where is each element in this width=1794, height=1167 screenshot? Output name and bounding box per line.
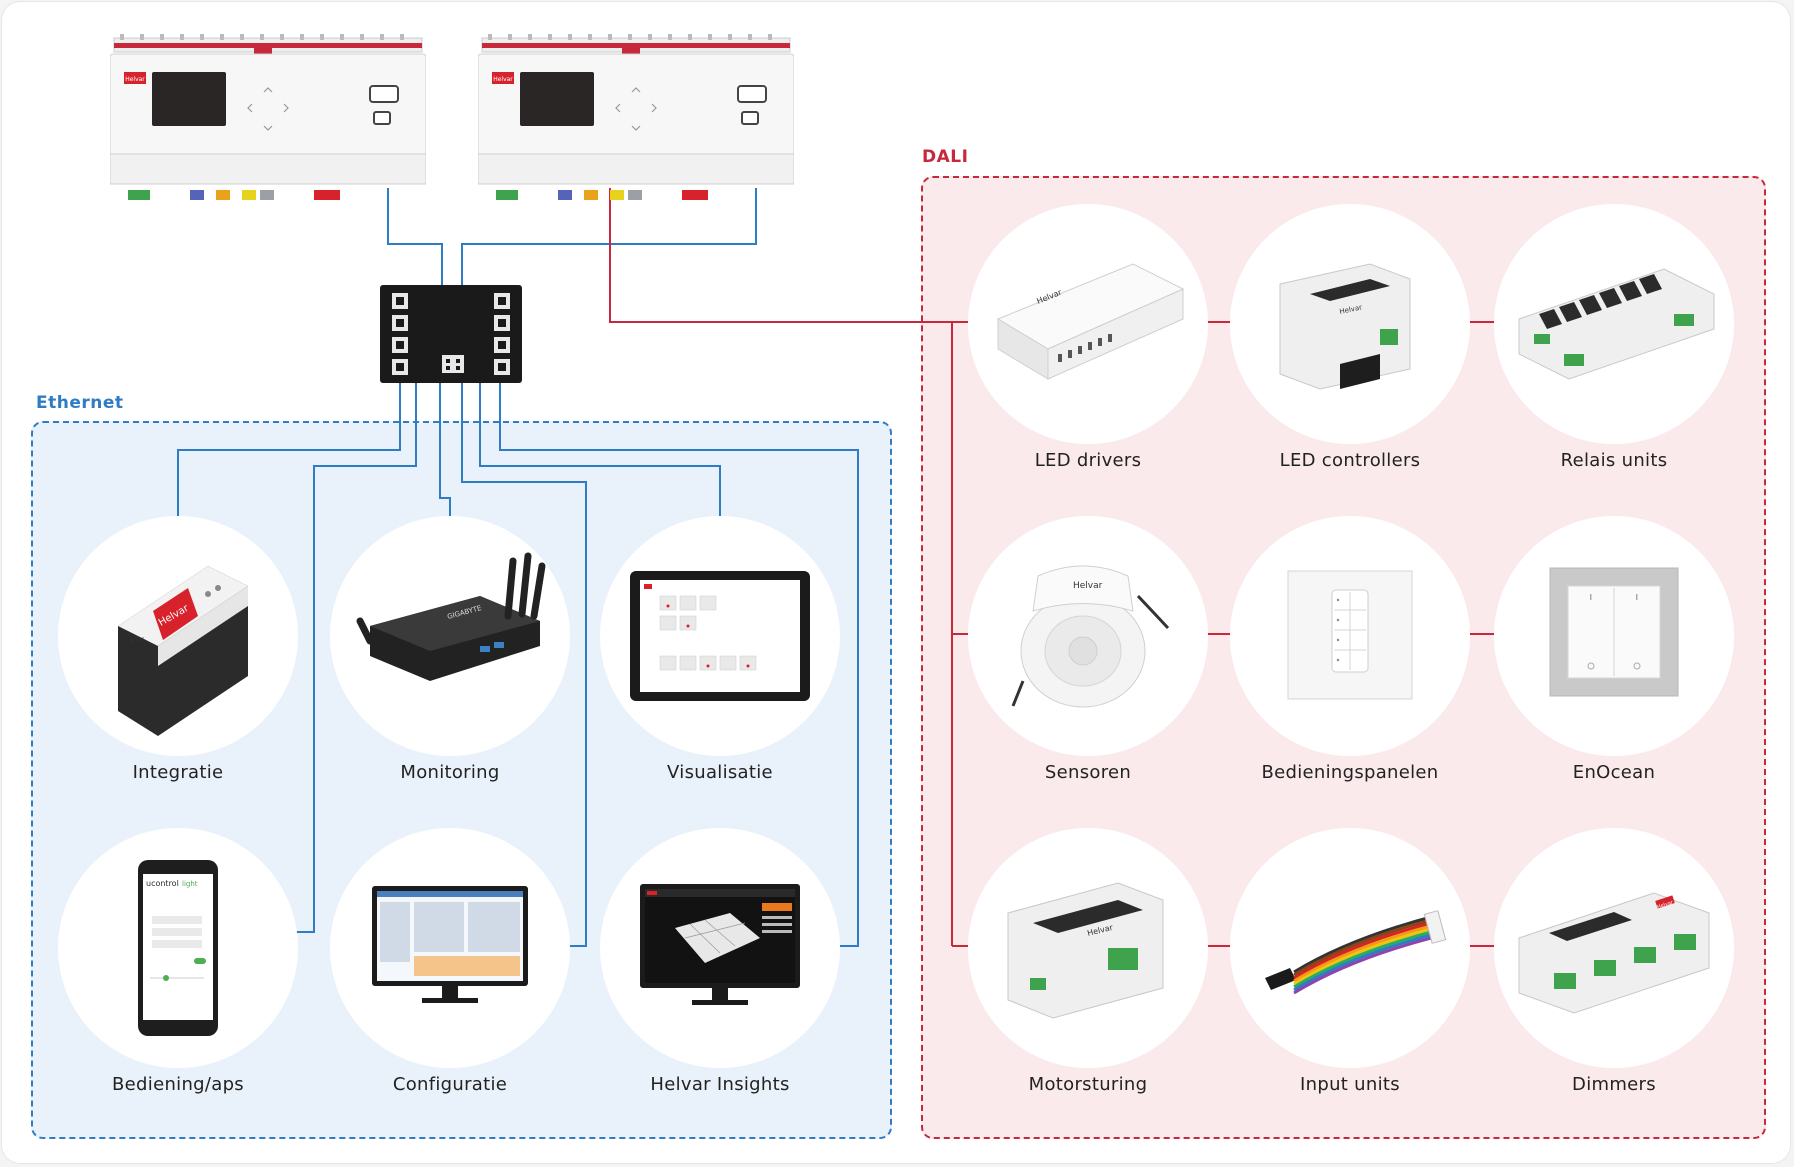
dali-zone-title: DALI bbox=[922, 147, 969, 167]
switch-to-bediening-line bbox=[296, 383, 417, 933]
label-relais-units: Relais units bbox=[1560, 450, 1668, 471]
label-bediening-aps: Bediening/aps bbox=[112, 1074, 244, 1095]
label-bedieningspanelen: Bedieningspanelen bbox=[1261, 762, 1439, 783]
label-dimmers: Dimmers bbox=[1572, 1074, 1656, 1095]
node-configuratie[interactable] bbox=[330, 828, 570, 1068]
node-integratie[interactable]: Helvar ETH bbox=[58, 516, 298, 756]
node-relais-units[interactable] bbox=[1494, 204, 1734, 444]
node-monitoring[interactable]: GIGABYTE bbox=[330, 516, 570, 756]
node-enocean[interactable] bbox=[1494, 516, 1734, 756]
node-motorsturing[interactable]: Helvar bbox=[968, 828, 1208, 1068]
ethernet-switch bbox=[380, 285, 522, 383]
router-controller-icon: Helvar bbox=[477, 34, 795, 204]
monitor-config-icon bbox=[372, 886, 528, 1003]
switch-to-insights-line bbox=[499, 383, 859, 947]
svg-text:Helvar: Helvar bbox=[493, 76, 513, 83]
svg-text:ETH: ETH bbox=[130, 636, 144, 644]
controller-2: Helvar bbox=[477, 30, 795, 204]
touch-panel-icon bbox=[630, 571, 810, 701]
label-led-drivers: LED drivers bbox=[1034, 450, 1142, 471]
svg-text:Helvar: Helvar bbox=[125, 76, 145, 83]
switch-to-integratie-line bbox=[177, 383, 401, 516]
svg-text:Helvar: Helvar bbox=[1073, 581, 1103, 591]
wall-switch-icon bbox=[1549, 567, 1679, 697]
label-led-controllers: LED controllers bbox=[1279, 450, 1421, 471]
node-input-units[interactable] bbox=[1230, 828, 1470, 1068]
dimmer-icon: Helvar bbox=[1518, 892, 1710, 1014]
label-helvar-insights: Helvar Insights bbox=[650, 1074, 790, 1095]
controller-1: Helvar bbox=[109, 30, 427, 204]
led-controller-icon: Helvar bbox=[1279, 263, 1411, 390]
node-dimmers[interactable]: Helvar bbox=[1494, 828, 1734, 1068]
svg-text:light: light bbox=[182, 880, 198, 888]
sensor-icon: Helvar bbox=[1011, 565, 1170, 708]
svg-text:ucontrol: ucontrol bbox=[146, 879, 179, 888]
label-motorsturing: Motorsturing bbox=[1028, 1074, 1148, 1095]
label-enocean: EnOcean bbox=[1572, 762, 1656, 783]
node-led-drivers[interactable]: Helvar bbox=[968, 204, 1208, 444]
label-monitoring: Monitoring bbox=[400, 762, 500, 783]
svg-text:Helvar: Helvar bbox=[1656, 899, 1674, 910]
node-led-controllers[interactable]: Helvar bbox=[1230, 204, 1470, 444]
label-sensoren: Sensoren bbox=[1044, 762, 1132, 783]
label-visualisatie: Visualisatie bbox=[667, 762, 773, 783]
led-driver-icon: Helvar bbox=[996, 263, 1185, 380]
label-integratie: Integratie bbox=[132, 762, 224, 783]
din-rail-router-icon: Helvar ETH bbox=[118, 566, 248, 736]
switch-to-visualisatie-line bbox=[479, 383, 721, 516]
network-switch-icon bbox=[380, 285, 522, 383]
monitor-floorplan-icon bbox=[640, 884, 800, 1005]
node-bediening-aps[interactable]: ucontrol light bbox=[58, 828, 298, 1068]
label-configuratie: Configuratie bbox=[392, 1074, 508, 1095]
router-controller-icon: Helvar bbox=[109, 34, 427, 204]
edge-gateway-icon: GIGABYTE bbox=[356, 552, 546, 681]
controller2-to-dali-bus-line bbox=[609, 188, 970, 323]
relay-unit-icon bbox=[1518, 268, 1715, 380]
input-unit-icon bbox=[1265, 910, 1447, 995]
motor-control-icon: Helvar bbox=[1007, 882, 1164, 1019]
node-sensoren[interactable]: Helvar bbox=[968, 516, 1208, 756]
switch-to-monitoring-line bbox=[439, 383, 451, 516]
node-visualisatie[interactable] bbox=[600, 516, 840, 756]
switch-to-configuratie-line bbox=[461, 383, 587, 947]
smartphone-icon: ucontrol light bbox=[138, 860, 218, 1036]
controller1-to-switch-line bbox=[387, 188, 443, 285]
node-helvar-insights[interactable] bbox=[600, 828, 840, 1068]
label-input-units: Input units bbox=[1300, 1074, 1400, 1095]
ethernet-zone-title: Ethernet bbox=[36, 393, 124, 413]
keypad-icon bbox=[1287, 570, 1413, 700]
node-bedieningspanelen[interactable] bbox=[1230, 516, 1470, 756]
